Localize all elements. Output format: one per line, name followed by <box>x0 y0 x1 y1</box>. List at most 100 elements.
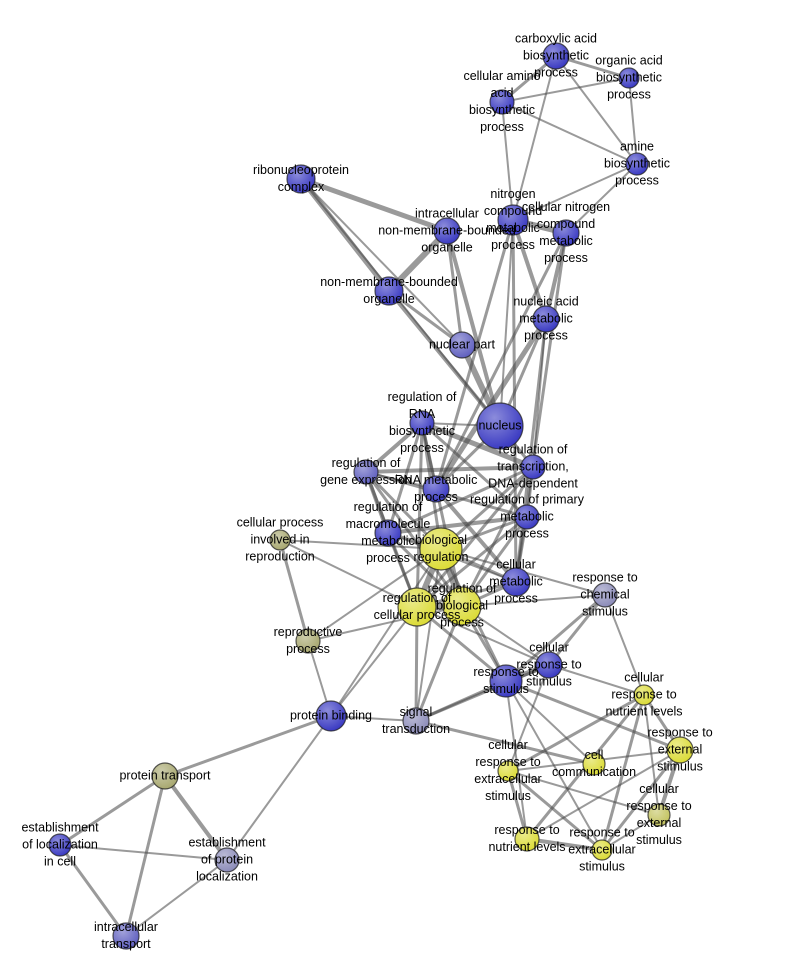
graph-node[interactable] <box>151 762 179 790</box>
edge[interactable] <box>415 548 442 722</box>
edge[interactable] <box>386 421 424 535</box>
graph-node[interactable] <box>286 164 316 194</box>
edge[interactable] <box>226 715 332 861</box>
graph-node[interactable] <box>374 276 404 306</box>
edge[interactable] <box>300 178 463 346</box>
edge[interactable] <box>565 163 638 234</box>
graph-node[interactable] <box>397 587 437 627</box>
edge[interactable] <box>548 664 645 696</box>
edge[interactable] <box>387 289 464 347</box>
edge[interactable] <box>501 101 514 221</box>
edge[interactable] <box>445 229 502 428</box>
graph-node[interactable] <box>489 89 515 115</box>
edge[interactable] <box>414 719 596 766</box>
graph-node[interactable] <box>433 217 461 245</box>
graph-node[interactable] <box>514 826 540 852</box>
edge[interactable] <box>364 465 535 474</box>
graph-node[interactable] <box>315 700 347 732</box>
graph-node[interactable] <box>552 219 580 247</box>
edge[interactable] <box>278 538 310 643</box>
edge[interactable] <box>307 605 463 642</box>
edge[interactable] <box>506 769 604 852</box>
edge[interactable] <box>414 604 464 723</box>
graph-node[interactable] <box>422 475 450 503</box>
edge[interactable] <box>58 843 128 938</box>
graph-node[interactable] <box>497 760 519 782</box>
edge[interactable] <box>330 548 442 717</box>
edge[interactable] <box>59 844 228 861</box>
edge[interactable] <box>307 548 442 642</box>
edge[interactable] <box>279 539 418 608</box>
graph-node[interactable] <box>489 664 523 698</box>
graph-node[interactable] <box>112 922 140 950</box>
edge[interactable] <box>604 594 645 696</box>
graph-node[interactable] <box>520 454 546 480</box>
graph-node[interactable] <box>501 567 531 597</box>
edge[interactable] <box>525 837 604 852</box>
graph-node[interactable] <box>448 331 476 359</box>
edge[interactable] <box>416 606 550 666</box>
edge[interactable] <box>330 606 418 717</box>
edge[interactable] <box>501 77 630 103</box>
graph-node[interactable] <box>633 684 655 706</box>
edge[interactable] <box>507 770 660 816</box>
graph-node[interactable] <box>647 803 671 827</box>
graph-node[interactable] <box>497 204 529 236</box>
graph-node[interactable] <box>419 527 463 571</box>
edge[interactable] <box>298 176 450 234</box>
graph-node[interactable] <box>591 839 613 861</box>
edge[interactable] <box>547 593 607 667</box>
edge[interactable] <box>501 101 638 165</box>
edge[interactable] <box>434 231 568 491</box>
edge[interactable] <box>600 748 682 852</box>
edge[interactable] <box>512 55 557 221</box>
edge[interactable] <box>555 55 638 165</box>
graph-node[interactable] <box>374 519 402 547</box>
edge[interactable] <box>386 515 529 535</box>
edge[interactable] <box>125 859 228 937</box>
graph-node[interactable] <box>532 305 560 333</box>
edge[interactable] <box>504 679 682 752</box>
edge[interactable] <box>387 289 502 428</box>
edge[interactable] <box>506 693 646 773</box>
edge[interactable] <box>505 680 603 851</box>
graph-node[interactable] <box>592 582 618 608</box>
edge[interactable] <box>445 229 464 347</box>
edge[interactable] <box>532 318 547 468</box>
edge[interactable] <box>600 693 646 852</box>
edge[interactable] <box>512 163 638 221</box>
graph-node[interactable] <box>48 833 72 857</box>
edge[interactable] <box>434 218 515 491</box>
edge[interactable] <box>505 680 595 765</box>
edge[interactable] <box>628 77 638 165</box>
edge[interactable] <box>461 594 606 607</box>
edge[interactable] <box>386 465 535 535</box>
graph-node[interactable] <box>269 529 291 551</box>
edge[interactable] <box>507 664 550 772</box>
edge[interactable] <box>505 680 528 840</box>
edge[interactable] <box>163 774 229 862</box>
edge[interactable] <box>499 219 514 427</box>
graph-node[interactable] <box>625 152 649 176</box>
graph-node[interactable] <box>542 42 570 70</box>
edge[interactable] <box>58 774 167 847</box>
edge[interactable] <box>643 694 660 816</box>
edge[interactable] <box>414 663 551 723</box>
edge[interactable] <box>514 317 548 584</box>
graph-node[interactable] <box>666 736 694 764</box>
graph-node[interactable] <box>476 402 524 450</box>
edge[interactable] <box>279 539 442 550</box>
edge[interactable] <box>526 749 681 840</box>
graph-node[interactable] <box>618 67 640 89</box>
edge[interactable] <box>433 316 549 492</box>
edge[interactable] <box>124 774 167 938</box>
edge[interactable] <box>419 420 536 470</box>
edge[interactable] <box>460 465 535 608</box>
edge[interactable] <box>163 714 333 778</box>
graph-node[interactable] <box>582 752 606 776</box>
graph-node[interactable] <box>535 651 563 679</box>
edge[interactable] <box>511 218 548 321</box>
graph-node[interactable] <box>514 504 540 530</box>
edge[interactable] <box>504 593 607 683</box>
edge[interactable] <box>415 421 424 609</box>
